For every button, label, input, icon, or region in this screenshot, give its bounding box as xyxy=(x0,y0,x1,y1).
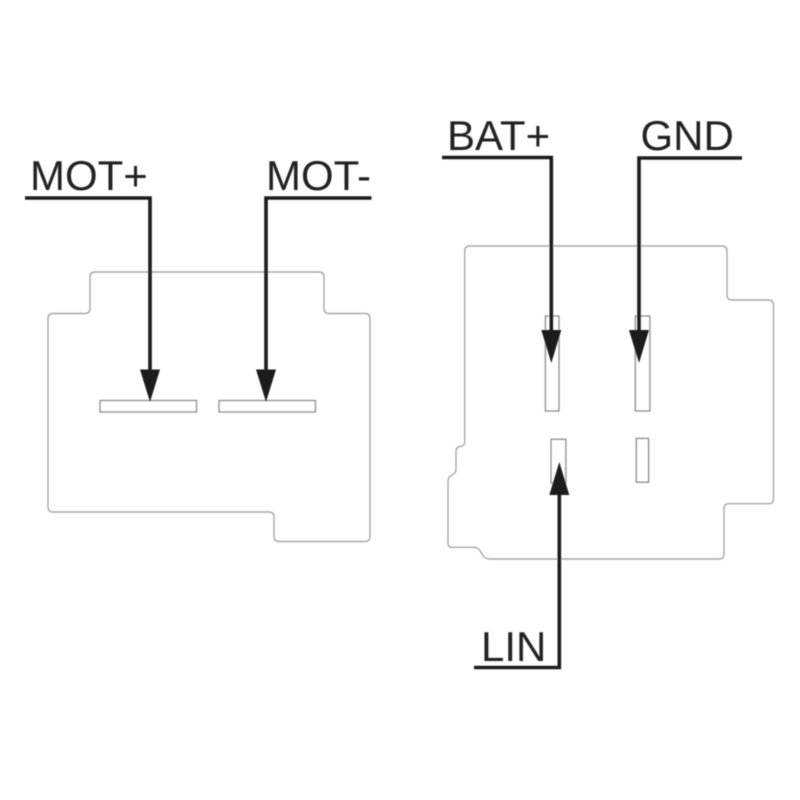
svg-text:MOT+: MOT+ xyxy=(30,152,148,199)
svg-text:BAT+: BAT+ xyxy=(447,112,550,159)
svg-text:LIN: LIN xyxy=(481,623,546,670)
svg-text:GND: GND xyxy=(641,112,734,159)
svg-text:MOT-: MOT- xyxy=(266,152,371,199)
